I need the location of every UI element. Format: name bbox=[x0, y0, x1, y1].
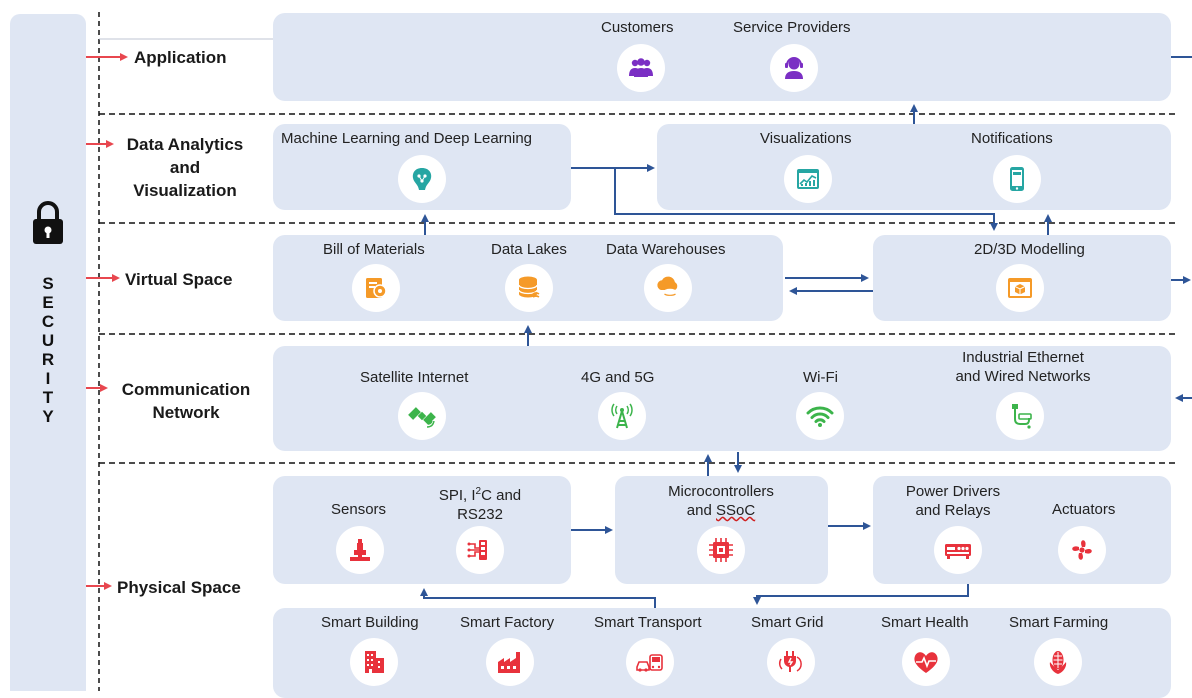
building-icon bbox=[350, 638, 398, 686]
spi-label-line: SPI, I2C and bbox=[425, 482, 535, 505]
ethernet-label-line: and Wired Networks bbox=[955, 368, 1091, 385]
layer-label-physical-space: Physical Space bbox=[117, 578, 241, 597]
ethernet-label: Industrial Ethernet and Wired Networks bbox=[945, 348, 1101, 386]
arrow-smart-to-spi bbox=[420, 588, 656, 608]
data-warehouses-label: Data Warehouses bbox=[606, 241, 726, 258]
layer-label-data-analytics: Data Analytics and Visualization bbox=[114, 133, 256, 202]
drivers-label-line: and Relays bbox=[915, 502, 991, 519]
security-letter: Y bbox=[42, 407, 54, 426]
mcu-label-line: and SSoC bbox=[646, 501, 796, 520]
customers-icon bbox=[617, 44, 665, 92]
heart-pulse-icon bbox=[902, 638, 950, 686]
chip-icon bbox=[697, 526, 745, 574]
sensor-icon bbox=[336, 526, 384, 574]
security-letter: S bbox=[42, 274, 54, 293]
smart-health-label: Smart Health bbox=[881, 614, 969, 631]
service-providers-label: Service Providers bbox=[733, 19, 851, 36]
fan-icon bbox=[1058, 526, 1106, 574]
application-panel bbox=[273, 13, 1171, 101]
layer-label-line: Communication bbox=[121, 380, 251, 399]
sensors-panel bbox=[273, 476, 571, 584]
service-provider-icon bbox=[770, 44, 818, 92]
gears-document-icon bbox=[352, 264, 400, 312]
layer-label-communication: Communication Network bbox=[111, 378, 261, 424]
ml-label: Machine Learning and Deep Learning bbox=[281, 130, 533, 147]
layer-label-line: and bbox=[169, 158, 201, 177]
analytics-output-panel bbox=[657, 124, 1171, 210]
cell-tower-icon bbox=[598, 392, 646, 440]
power-plug-icon bbox=[767, 638, 815, 686]
satellite-icon bbox=[398, 392, 446, 440]
factory-icon bbox=[486, 638, 534, 686]
smart-building-label: Smart Building bbox=[321, 614, 419, 631]
spi-label-part: C and bbox=[481, 487, 522, 504]
modelling-label: 2D/3D Modelling bbox=[974, 241, 1085, 258]
drivers-panel bbox=[873, 476, 1171, 584]
smart-panel bbox=[273, 608, 1171, 698]
cube-window-icon bbox=[996, 264, 1044, 312]
mcu-label-part: and bbox=[686, 502, 716, 519]
mcu-label: Microcontrollers and SSoC bbox=[646, 482, 796, 520]
vehicles-icon bbox=[626, 638, 674, 686]
drivers-label-line: Power Drivers bbox=[905, 483, 1001, 500]
layer-label-line: Visualization bbox=[133, 181, 237, 200]
actuators-label: Actuators bbox=[1052, 501, 1116, 518]
security-bar: S E C U R I T Y bbox=[10, 14, 86, 691]
ethernet-cable-icon bbox=[996, 392, 1044, 440]
lock-icon bbox=[30, 200, 66, 246]
database-icon bbox=[505, 264, 553, 312]
smart-grid-label: Smart Grid bbox=[751, 614, 824, 631]
visualizations-label: Visualizations bbox=[760, 130, 852, 147]
cellular-label: 4G and 5G bbox=[581, 369, 655, 386]
security-letter: C bbox=[41, 312, 55, 331]
ethernet-label-line: Industrial Ethernet bbox=[962, 349, 1084, 366]
sensors-label: Sensors bbox=[331, 501, 387, 518]
security-letter: T bbox=[42, 388, 54, 407]
power-driver-icon bbox=[934, 526, 982, 574]
smart-transport-label: Smart Transport bbox=[594, 614, 702, 631]
customers-label: Customers bbox=[601, 19, 674, 36]
wifi-icon bbox=[796, 392, 844, 440]
spi-label-part: SPI, I bbox=[438, 487, 476, 504]
mcu-label-part: SSoC bbox=[716, 502, 756, 519]
layer-label-virtual-space: Virtual Space bbox=[125, 270, 233, 289]
notifications-label: Notifications bbox=[971, 130, 1053, 147]
spi-label-line: RS232 bbox=[457, 506, 503, 523]
brain-chip-icon bbox=[398, 155, 446, 203]
security-letter: U bbox=[41, 331, 55, 350]
security-letter: R bbox=[41, 350, 55, 369]
circuit-connector-icon bbox=[456, 526, 504, 574]
layer-label-line: Data Analytics bbox=[126, 135, 244, 154]
security-letter: I bbox=[45, 369, 51, 388]
arrow-drivers-to-smart bbox=[753, 584, 969, 605]
smart-farming-label: Smart Farming bbox=[1009, 614, 1109, 631]
spi-label: SPI, I2C and RS232 bbox=[425, 482, 535, 524]
security-letters: S E C U R I T Y bbox=[10, 274, 86, 426]
spi-label-superscript: 2 bbox=[475, 486, 482, 497]
dashboard-chart-icon bbox=[784, 155, 832, 203]
cloud-database-icon bbox=[644, 264, 692, 312]
satellite-label: Satellite Internet bbox=[360, 369, 469, 386]
security-letter: E bbox=[42, 293, 54, 312]
data-lakes-label: Data Lakes bbox=[491, 241, 567, 258]
smart-factory-label: Smart Factory bbox=[460, 614, 555, 631]
mcu-label-line: Microcontrollers bbox=[668, 483, 774, 500]
wifi-label: Wi-Fi bbox=[803, 369, 838, 386]
corn-icon bbox=[1034, 638, 1082, 686]
bom-label: Bill of Materials bbox=[323, 241, 425, 258]
layer-label-line: Network bbox=[152, 403, 220, 422]
mobile-notification-icon bbox=[993, 155, 1041, 203]
layer-label-application: Application bbox=[134, 48, 227, 67]
drivers-label: Power Drivers and Relays bbox=[888, 482, 1018, 520]
